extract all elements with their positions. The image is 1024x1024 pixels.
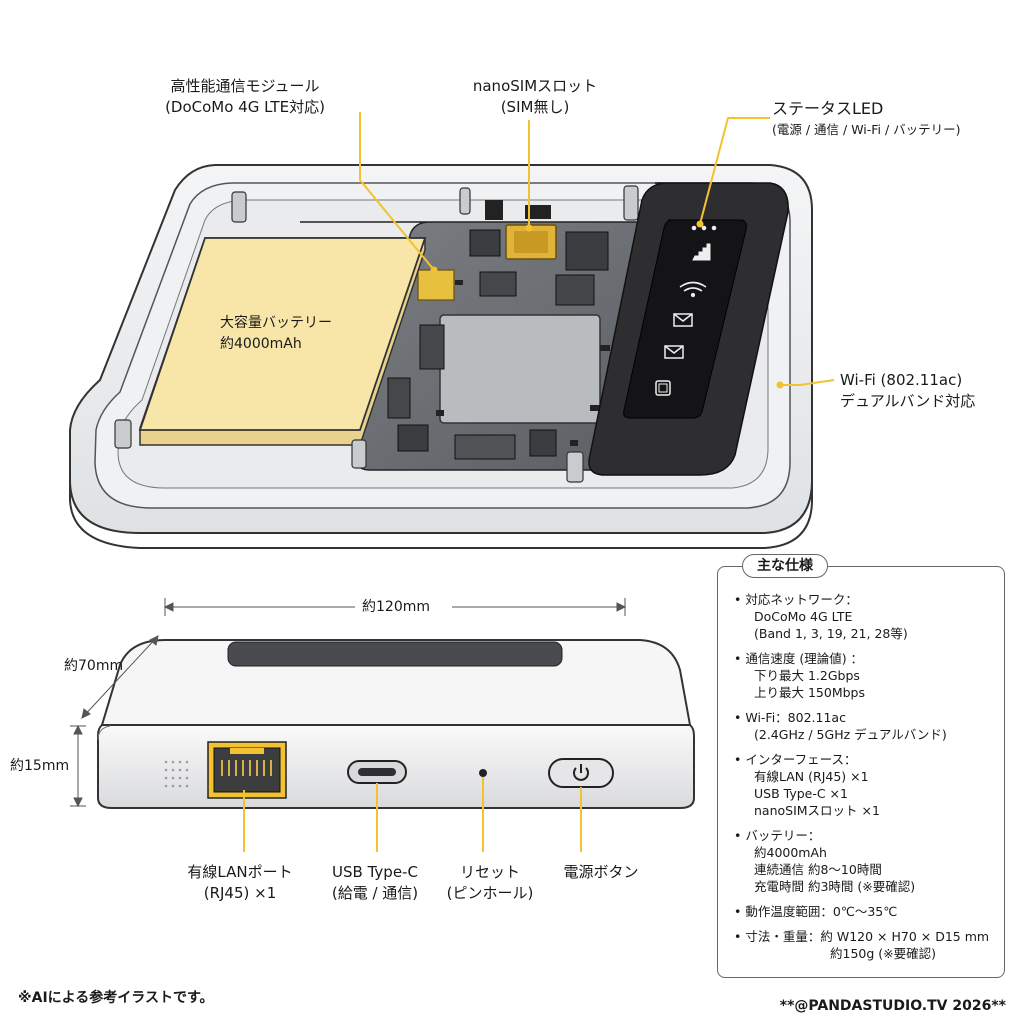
footer-note: ※AIによる参考イラストです。 <box>18 990 214 1006</box>
lan-port-label-title: 有線LANポート <box>187 863 293 881</box>
standoffs <box>114 185 639 483</box>
circuit-board <box>300 200 641 471</box>
module-callout: 高性能通信モジュール (DoCoMo 4G LTE対応) <box>130 76 360 118</box>
spec-item-dimensions: 寸法・重量：約 W120 × H70 × D15 mm 約150g (※要確認) <box>734 928 996 962</box>
led-callout-sub: (電源 / 通信 / Wi-Fi / バッテリー) <box>772 122 961 137</box>
reset-label-title: リセット <box>459 863 520 881</box>
reset-pinhole <box>479 769 487 777</box>
wifi-callout: Wi-Fi (802.11ac) デュアルバンド対応 <box>840 370 975 412</box>
spec-item-speed: 通信速度 (理論値) ： 下り最大 1.2Gbps 上り最大 150Mbps <box>734 650 996 701</box>
led-callout: ステータスLED (電源 / 通信 / Wi-Fi / バッテリー) <box>772 98 961 140</box>
dimension-width: 約120mm <box>362 599 430 615</box>
spec-item-temperature: 動作温度範囲：0℃～35℃ <box>734 903 996 920</box>
battery-label-title: 大容量バッテリー <box>220 315 332 331</box>
sim-callout-sub: (SIM無し) <box>500 98 570 116</box>
lan-port-label-sub: (RJ45) ×1 <box>203 884 277 902</box>
shield-can <box>439 314 601 424</box>
usb-port-label-title: USB Type-C <box>332 863 418 881</box>
spec-item-battery: バッテリー： 約4000mAh 連続通信 約8～10時間 充電時間 約3時間 (… <box>734 827 996 895</box>
wifi-callout-sub: デュアルバンド対応 <box>840 392 976 410</box>
spec-box: 主な仕様 対応ネットワーク： DoCoMo 4G LTE (Band 1, 3,… <box>717 554 1005 978</box>
reset-label-sub: (ピンホール) <box>446 884 534 902</box>
dimension-depth: 約70mm <box>64 658 124 674</box>
led-callout-title: ステータスLED <box>772 99 884 118</box>
spec-title: 主な仕様 <box>742 554 828 578</box>
usb-port-label: USB Type-C (給電 / 通信) <box>310 862 440 904</box>
module-connector <box>417 269 455 301</box>
callout-dots <box>430 220 784 389</box>
battery-label-sub: 約4000mAh <box>220 336 302 352</box>
lan-port <box>207 741 287 799</box>
reset-label: リセット (ピンホール) <box>440 862 540 904</box>
sim-callout: nanoSIMスロット (SIM無し) <box>470 76 600 118</box>
wifi-callout-title: Wi-Fi (802.11ac) <box>840 371 963 389</box>
led-panel <box>588 182 789 476</box>
module-callout-sub: (DoCoMo 4G LTE対応) <box>165 98 325 116</box>
callout-lines <box>359 112 835 386</box>
port-callout-lines <box>243 777 582 852</box>
lan-port-label: 有線LANポート (RJ45) ×1 <box>160 862 320 904</box>
battery-pack <box>138 237 427 446</box>
sim-callout-title: nanoSIMスロット <box>472 77 598 95</box>
device-front-view <box>97 639 695 809</box>
spec-list: 対応ネットワーク： DoCoMo 4G LTE (Band 1, 3, 19, … <box>734 591 996 970</box>
spec-item-interface: インターフェース： 有線LAN (RJ45) ×1 USB Type-C ×1 … <box>734 751 996 819</box>
battery-label: 大容量バッテリー 約4000mAh <box>220 313 332 355</box>
module-callout-title: 高性能通信モジュール <box>170 77 320 95</box>
dimension-lines <box>70 598 627 808</box>
usb-port-label-sub: (給電 / 通信) <box>331 884 419 902</box>
credit: **@PANDASTUDIO.TV 2026** <box>779 998 1006 1014</box>
dimension-height: 約15mm <box>10 758 70 774</box>
spec-item-wifi: Wi-Fi：802.11ac (2.4GHz / 5GHz デュアルバンド) <box>734 709 996 743</box>
power-button-label-title: 電源ボタン <box>563 863 639 881</box>
spec-item-network: 対応ネットワーク： DoCoMo 4G LTE (Band 1, 3, 19, … <box>734 591 996 642</box>
power-button-label: 電源ボタン <box>551 862 651 883</box>
